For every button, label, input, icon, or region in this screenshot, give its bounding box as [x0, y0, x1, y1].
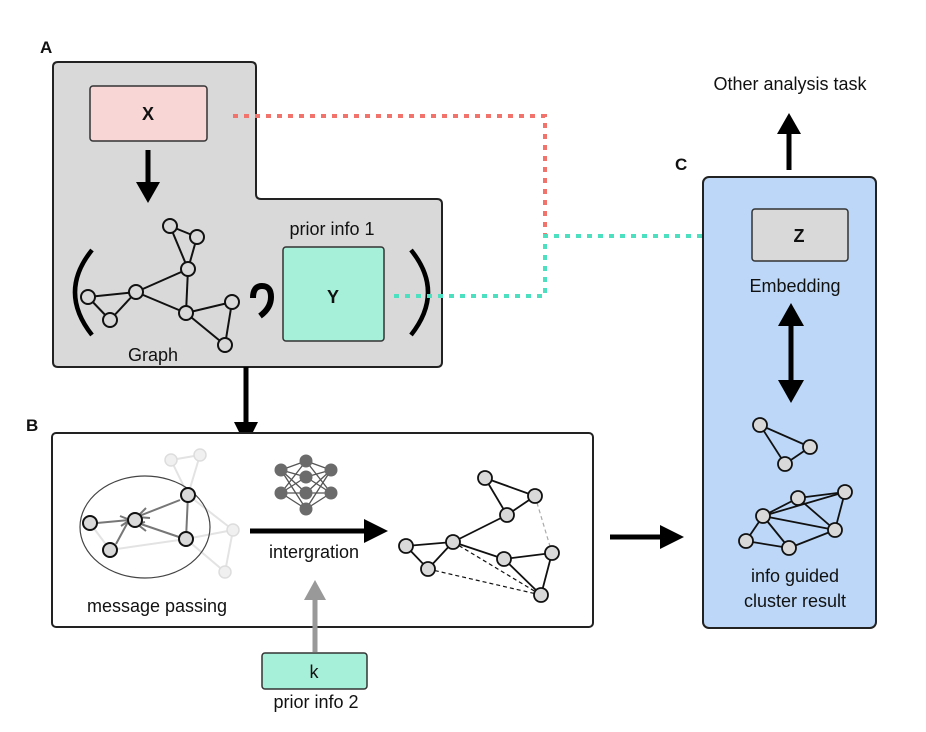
z-box-label: Z [794, 226, 805, 246]
cluster-node [752, 417, 768, 433]
z-box: Z [751, 208, 849, 262]
prior-info-2-label: prior info 2 [273, 692, 358, 712]
up-arrow-to-task [777, 113, 801, 170]
message-passing-label: message passing [87, 596, 227, 616]
graph-node [128, 284, 144, 300]
y-to-z-dotted-path [394, 224, 752, 298]
x-box-label: X [142, 104, 154, 124]
cluster-node [533, 587, 549, 603]
cluster-node [420, 561, 436, 577]
cluster-node [781, 540, 797, 556]
panel-a-label: A [40, 38, 52, 57]
y-box: Y [282, 246, 385, 342]
x-box: X [89, 85, 208, 142]
cluster-node [802, 439, 818, 455]
cluster-node [499, 507, 515, 523]
cluster-result-line2: cluster result [744, 591, 846, 611]
message-passing-graphic [79, 448, 240, 579]
input-graph [80, 218, 240, 353]
x-to-graph-arrow [136, 150, 160, 203]
graph-open-paren [72, 248, 94, 337]
panel-b-label: B [26, 416, 38, 435]
graph-node [102, 312, 118, 328]
cluster-node [827, 522, 843, 538]
cluster-result-graph [738, 417, 853, 556]
cluster-node [738, 533, 754, 549]
graph-node [162, 218, 178, 234]
integration-arrow [250, 519, 388, 543]
graph-node [224, 294, 240, 310]
graph-comma [250, 282, 275, 319]
cluster-node [445, 534, 461, 550]
embedding-label: Embedding [749, 276, 840, 296]
cluster-node [477, 470, 493, 486]
clustered-graph-b [398, 470, 560, 603]
prior-info-1-label: prior info 1 [289, 219, 374, 239]
neural-network-icon [274, 454, 338, 516]
k-box: k [261, 652, 368, 690]
cluster-node [496, 551, 512, 567]
graph-node [189, 229, 205, 245]
cluster-node [790, 490, 806, 506]
cluster-node [398, 538, 414, 554]
panel-c-label: C [675, 155, 687, 174]
graph-close-paren [409, 248, 431, 337]
prior-k-arrow [304, 580, 326, 652]
graph-node [217, 337, 233, 353]
cluster-node [837, 484, 853, 500]
graph-node [178, 305, 194, 321]
graph-label: Graph [128, 345, 178, 365]
graph-node [180, 261, 196, 277]
y-box-label: Y [327, 287, 339, 307]
cluster-result-line1: info guided [751, 566, 839, 586]
panel-c-background [702, 176, 877, 629]
integration-label: intergration [269, 542, 359, 562]
cluster-node [544, 545, 560, 561]
graph-node [80, 289, 96, 305]
x-to-z-dotted-path [233, 114, 547, 234]
b-to-c-arrow [610, 525, 684, 549]
other-task-label: Other analysis task [713, 74, 867, 94]
cluster-node [777, 456, 793, 472]
cluster-node [755, 508, 771, 524]
k-box-label: k [310, 662, 320, 682]
embedding-cluster-arrow [778, 303, 804, 403]
cluster-node [527, 488, 543, 504]
